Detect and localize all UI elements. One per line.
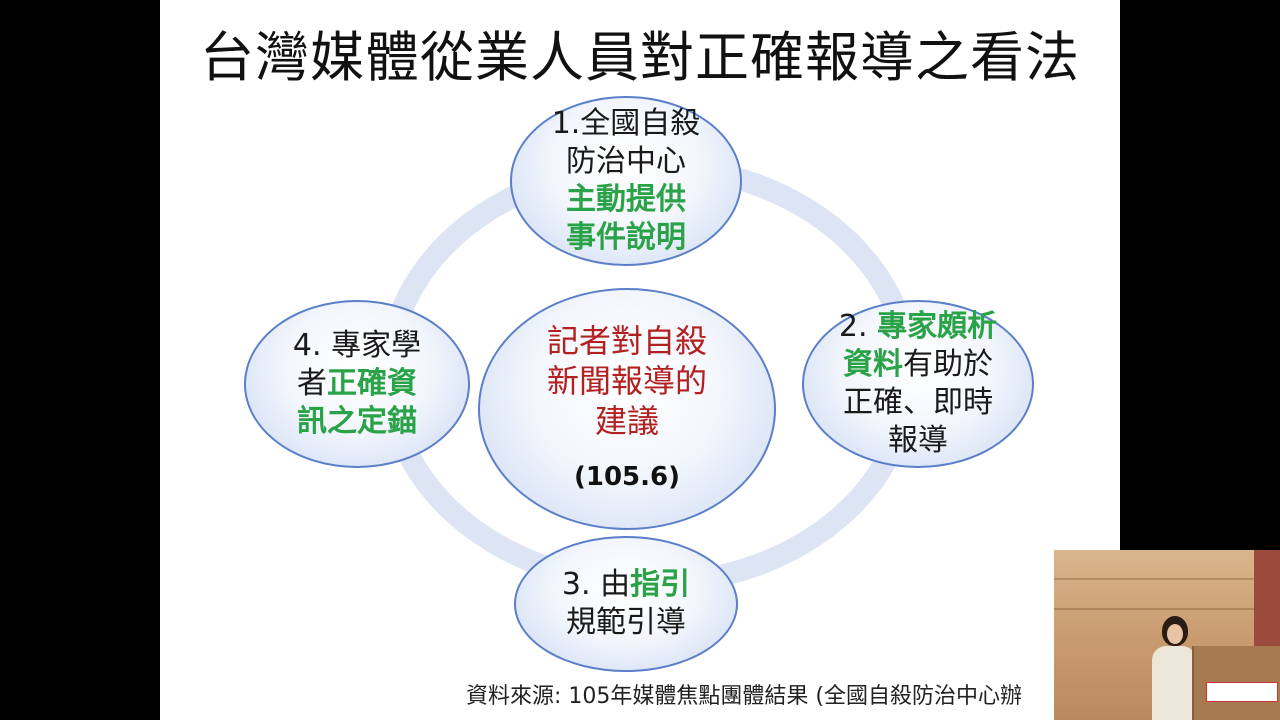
source-note: 資料來源: 105年媒體焦點團體結果 (全國自殺防治中心辦 xyxy=(466,684,1022,709)
node-4-line1: 4. 專家學 xyxy=(292,328,422,363)
node-3-bubble: 3. 由指引 規範引導 xyxy=(514,536,738,672)
node-1-line1: 1.全國自殺 xyxy=(551,106,701,141)
podium-sign xyxy=(1206,682,1278,702)
node-2-rest2: 有助於 xyxy=(903,347,993,382)
node-1-line2: 防治中心 xyxy=(566,144,686,179)
speaker-body xyxy=(1152,646,1196,720)
center-line2: 新聞報導的 xyxy=(546,362,707,400)
center-line1: 記者對自殺 xyxy=(546,322,707,360)
node-3-highlight: 指引 xyxy=(630,567,691,602)
node-2-line2: 資料有助於 xyxy=(843,346,993,384)
slide: 台灣媒體從業人員對正確報導之看法 1.全國自殺 防治中心 主動提供 事件說明 2… xyxy=(160,0,1120,720)
node-2-highlight2: 資料 xyxy=(843,347,903,382)
node-2-highlight1: 專家頗析 xyxy=(877,309,998,344)
node-3-line1: 3. 由指引 xyxy=(562,566,690,604)
node-3-prefix: 3. 由 xyxy=(561,567,631,602)
node-4-line3: 訊之定錨 xyxy=(297,404,417,439)
node-1-line3: 主動提供 xyxy=(566,182,686,217)
slide-title: 台灣媒體從業人員對正確報導之看法 xyxy=(200,26,1080,89)
node-3-line2: 規範引導 xyxy=(566,605,686,640)
node-4-line2: 者正確資 xyxy=(297,365,417,403)
node-4-highlight2: 正確資 xyxy=(327,366,417,401)
curtain xyxy=(1254,550,1280,646)
speaker-video-inset xyxy=(1054,550,1280,720)
node-2-line3: 正確、即時 xyxy=(843,385,993,420)
node-1-line4: 事件說明 xyxy=(566,220,686,255)
wall-line xyxy=(1054,608,1280,610)
node-2-prefix: 2. xyxy=(838,309,878,344)
node-2-line4: 報導 xyxy=(888,423,948,458)
node-2-line1: 2. 專家頗析 xyxy=(839,308,997,346)
node-4-pre2: 者 xyxy=(297,366,327,401)
speaker-face xyxy=(1167,624,1183,644)
center-bubble: 記者對自殺 新聞報導的 建議 (105.6) xyxy=(478,288,776,530)
center-year: (105.6) xyxy=(573,462,680,492)
node-2-bubble: 2. 專家頗析 資料有助於 正確、即時 報導 xyxy=(802,300,1034,468)
node-1-bubble: 1.全國自殺 防治中心 主動提供 事件說明 xyxy=(510,96,742,266)
wall-line xyxy=(1054,578,1280,580)
center-line3: 建議 xyxy=(594,402,659,440)
node-4-bubble: 4. 專家學 者正確資 訊之定錨 xyxy=(244,300,470,468)
